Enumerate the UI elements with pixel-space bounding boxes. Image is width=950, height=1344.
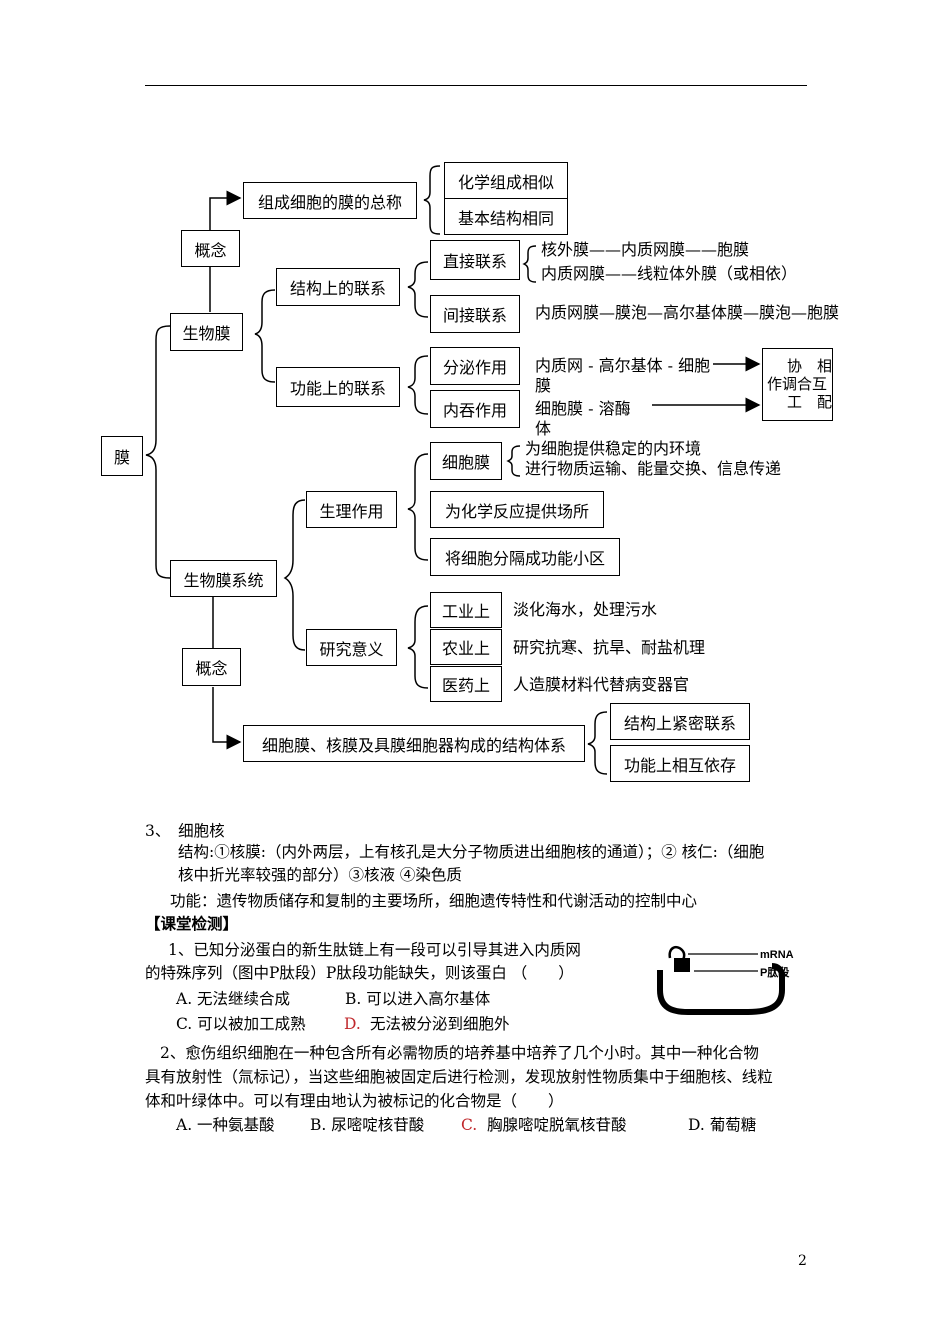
nucleus-heading: 3、 细胞核 — [145, 820, 225, 842]
root-box: 膜 — [101, 436, 143, 476]
system-definition-box: 细胞膜、核膜及具膜细胞器构成的结构体系 — [243, 725, 585, 762]
endocytosis-text-2: 体 — [535, 418, 551, 440]
direct-link-box: 直接联系 — [430, 240, 520, 280]
medicine-text: 人造膜材料代替病变器官 — [513, 674, 689, 696]
membrane-system-box: 生物膜系统 — [170, 560, 277, 597]
q1-option-b: B. 可以进入高尔基体 — [345, 988, 490, 1010]
q2-line-2: 具有放射性（氚标记），当这些细胞被固定后进行检测，发现放射性物质集中于细胞核、线… — [145, 1066, 773, 1088]
secretion-text-1: 内质网 - 高尔基体 - 细胞 — [535, 355, 710, 377]
industry-box: 工业上 — [430, 592, 502, 628]
endocytosis-box: 内吞作用 — [430, 390, 520, 428]
indirect-link-text: 内质网膜—膜泡—高尔基体膜—膜泡—胞膜 — [535, 302, 839, 324]
indirect-link-box: 间接联系 — [430, 295, 520, 333]
ribosome-dot — [674, 958, 690, 972]
coordination-box: 协 相 作调合互 工 配 — [762, 348, 833, 421]
physiological-role-box: 生理作用 — [306, 491, 397, 528]
q1-option-d-letter: D. — [344, 1013, 361, 1035]
secretion-text-2: 膜 — [535, 375, 551, 397]
p-segment-label: P肽段 — [760, 965, 789, 979]
structure-line-2: 核中折光率较强的部分）③核液 ④染色质 — [178, 864, 462, 886]
mrna-figure: mRNA P肽段 — [630, 936, 810, 1020]
page-number: 2 — [798, 1250, 807, 1272]
coord-line-2: 作调合互 — [767, 375, 827, 393]
cell-membrane-item-1: 为细胞提供稳定的内环境 — [525, 438, 701, 460]
q1-option-a: A. 无法继续合成 — [176, 988, 290, 1010]
cell-membrane-box: 细胞膜 — [430, 442, 502, 480]
structural-link-box: 结构上的联系 — [276, 268, 400, 306]
root-brace — [146, 326, 170, 578]
q2-option-c-letter: C. — [461, 1114, 477, 1136]
function-dependent-box: 功能上相互依存 — [610, 745, 750, 782]
direct-link-item-1: 核外膜——内质网膜——胞膜 — [541, 239, 749, 261]
structure-tight-box: 结构上紧密联系 — [610, 703, 750, 740]
secretion-box: 分泌作用 — [430, 347, 520, 385]
research-significance-box: 研究意义 — [306, 629, 397, 666]
q2-option-c-text: 胸腺嘧啶脱氧核苷酸 — [487, 1114, 627, 1136]
coord-line-1: 协 相 — [787, 357, 832, 375]
medicine-box: 医药上 — [430, 666, 502, 702]
q2-line-3: 体和叶绿体中。可以有理由地认为被标记的化合物是（ ） — [145, 1090, 564, 1112]
agriculture-text: 研究抗寒、抗旱、耐盐机理 — [513, 637, 705, 659]
functional-link-box: 功能上的联系 — [276, 367, 400, 407]
q1-line-2: 的特殊序列（图中P肽段）P肽段功能缺失，则该蛋白 （ ） — [145, 962, 574, 984]
q2-option-a: A. 一种氨基酸 — [176, 1114, 275, 1136]
q1-option-d-text: 无法被分泌到细胞外 — [370, 1013, 510, 1035]
q1-line-1: 1、已知分泌蛋白的新生肽链上有一段可以引导其进入内质网 — [168, 939, 581, 961]
chem-similar-box: 化学组成相似 — [444, 162, 568, 199]
q2-option-b: B. 尿嘧啶核苷酸 — [310, 1114, 424, 1136]
compartment-box: 将细胞分隔成功能小区 — [430, 538, 620, 576]
q2-option-d: D. 葡萄糖 — [688, 1114, 756, 1136]
structure-same-box: 基本结构相同 — [444, 198, 568, 235]
structure-line-1: 结构:①核膜:（内外两层，上有核孔是大分子物质进出细胞核的通道）；② 核仁:（细… — [178, 841, 764, 863]
endocytosis-text-1: 细胞膜 - 溶酶 — [535, 398, 631, 420]
q1-option-c: C. 可以被加工成熟 — [176, 1013, 306, 1035]
concept-box-1: 概念 — [181, 230, 240, 267]
direct-link-item-2: 内质网膜——线粒体外膜（或相依） — [541, 263, 797, 285]
coord-line-3: 工 配 — [787, 393, 832, 411]
mrna-label: mRNA — [760, 949, 794, 961]
concept-box-2: 概念 — [182, 648, 241, 686]
q2-line-1: 2、愈伤组织细胞在一种包含所有必需物质的培养基中培养了几个小时。其中一种化合物 — [160, 1042, 759, 1064]
class-test-heading: 【课堂检测】 — [145, 913, 238, 935]
concept-definition-box: 组成细胞的膜的总称 — [243, 182, 417, 219]
industry-text: 淡化海水，处理污水 — [513, 599, 657, 621]
bio-membrane-box: 生物膜 — [170, 313, 243, 351]
agriculture-box: 农业上 — [430, 629, 502, 665]
reaction-site-box: 为化学反应提供场所 — [430, 491, 604, 528]
function-line: 功能：遗传物质储存和复制的主要场所，细胞遗传特性和代谢活动的控制中心 — [170, 890, 697, 912]
cell-membrane-item-2: 进行物质运输、能量交换、信息传递 — [525, 458, 781, 480]
